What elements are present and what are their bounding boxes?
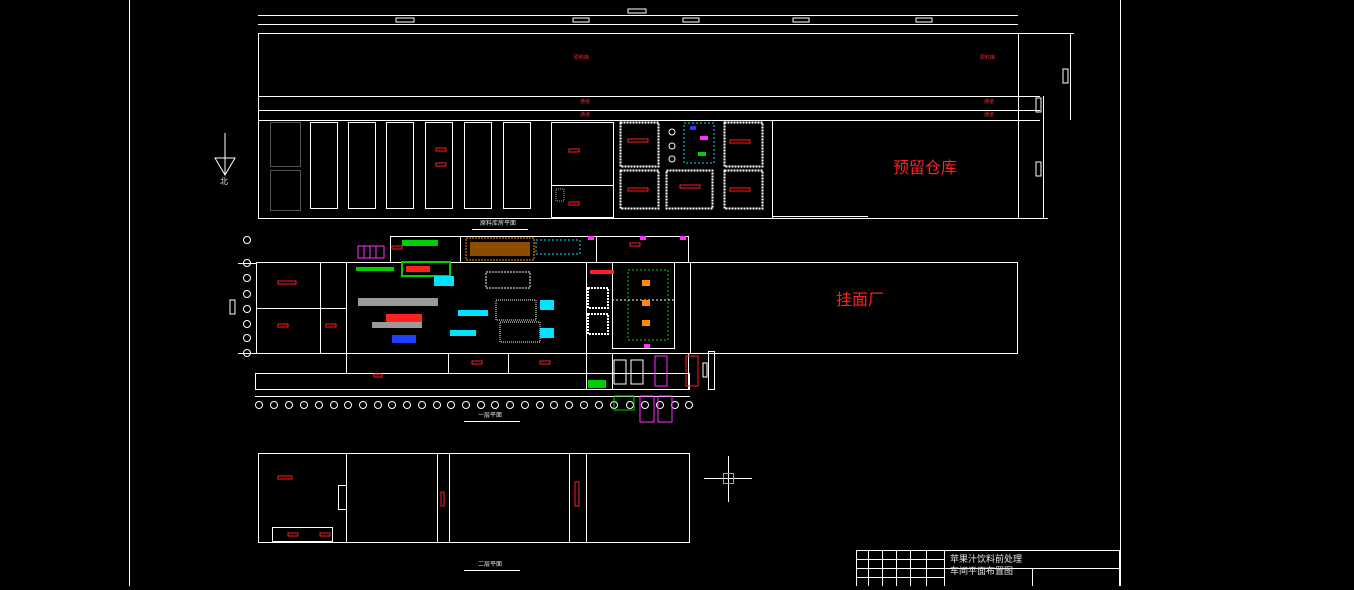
cad-crosshair-cursor xyxy=(704,456,752,502)
title-block-line1: 苹果汁饮料前处理 xyxy=(950,555,1023,565)
north-label: 北 xyxy=(220,177,228,186)
plan-title-middle: 一层平面 xyxy=(478,412,503,419)
bottom-building-plan xyxy=(258,453,690,543)
noodle-plant-label: 挂面厂 xyxy=(836,290,885,309)
plan-title-bottom: 二层平面 xyxy=(478,561,503,568)
north-arrow xyxy=(214,133,236,176)
room-label-corridor-c: 通道 xyxy=(580,112,591,118)
plan-title-top: 原料库房平面 xyxy=(480,220,517,227)
room-label-corridor-d: 通道 xyxy=(984,112,995,118)
reserved-warehouse-label: 预留仓库 xyxy=(893,158,958,177)
top-building-plan xyxy=(258,8,1074,219)
room-label-corridor-b: 通道 xyxy=(984,99,995,105)
room-label-corridor-a: 通道 xyxy=(580,99,591,105)
top-building-marks xyxy=(435,122,751,206)
room-label-raw-a: 原料库 xyxy=(574,55,590,61)
plan-title-underlines xyxy=(464,229,528,571)
bottom-room-tags xyxy=(277,475,580,537)
drawing-frame xyxy=(129,0,1121,586)
title-block-line2: 车间平面布置图 xyxy=(950,567,1014,577)
middle-room-tags xyxy=(277,242,641,378)
room-label-raw-b: 原料库 xyxy=(980,55,996,61)
process-equipment xyxy=(356,236,699,423)
middle-building-plan xyxy=(229,236,1018,397)
